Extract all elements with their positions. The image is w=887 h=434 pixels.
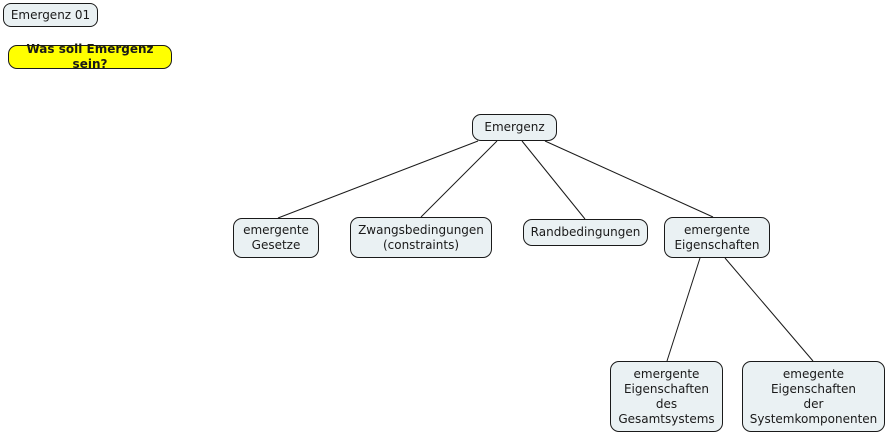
question-box: Was soll Emergenz sein? (8, 42, 172, 71)
node-randbedingungen[interactable]: Randbedingungen (523, 219, 648, 246)
node-emergenz[interactable]: Emergenz (472, 114, 557, 141)
slide-title-box: Emergenz 01 (3, 3, 98, 27)
node-zwangsbedingungen[interactable]: Zwangsbedingungen (constraints) (350, 217, 492, 258)
node-eigenschaften-systemkomponenten[interactable]: emegente Eigenschaften der Systemkompone… (742, 361, 885, 432)
node-eigenschaften-gesamtsystem[interactable]: emergente Eigenschaften des Gesamtsystem… (610, 361, 723, 432)
node-emergente-eigenschaften[interactable]: emergente Eigenschaften (664, 217, 770, 258)
node-emergente-gesetze[interactable]: emergente Gesetze (233, 218, 319, 258)
